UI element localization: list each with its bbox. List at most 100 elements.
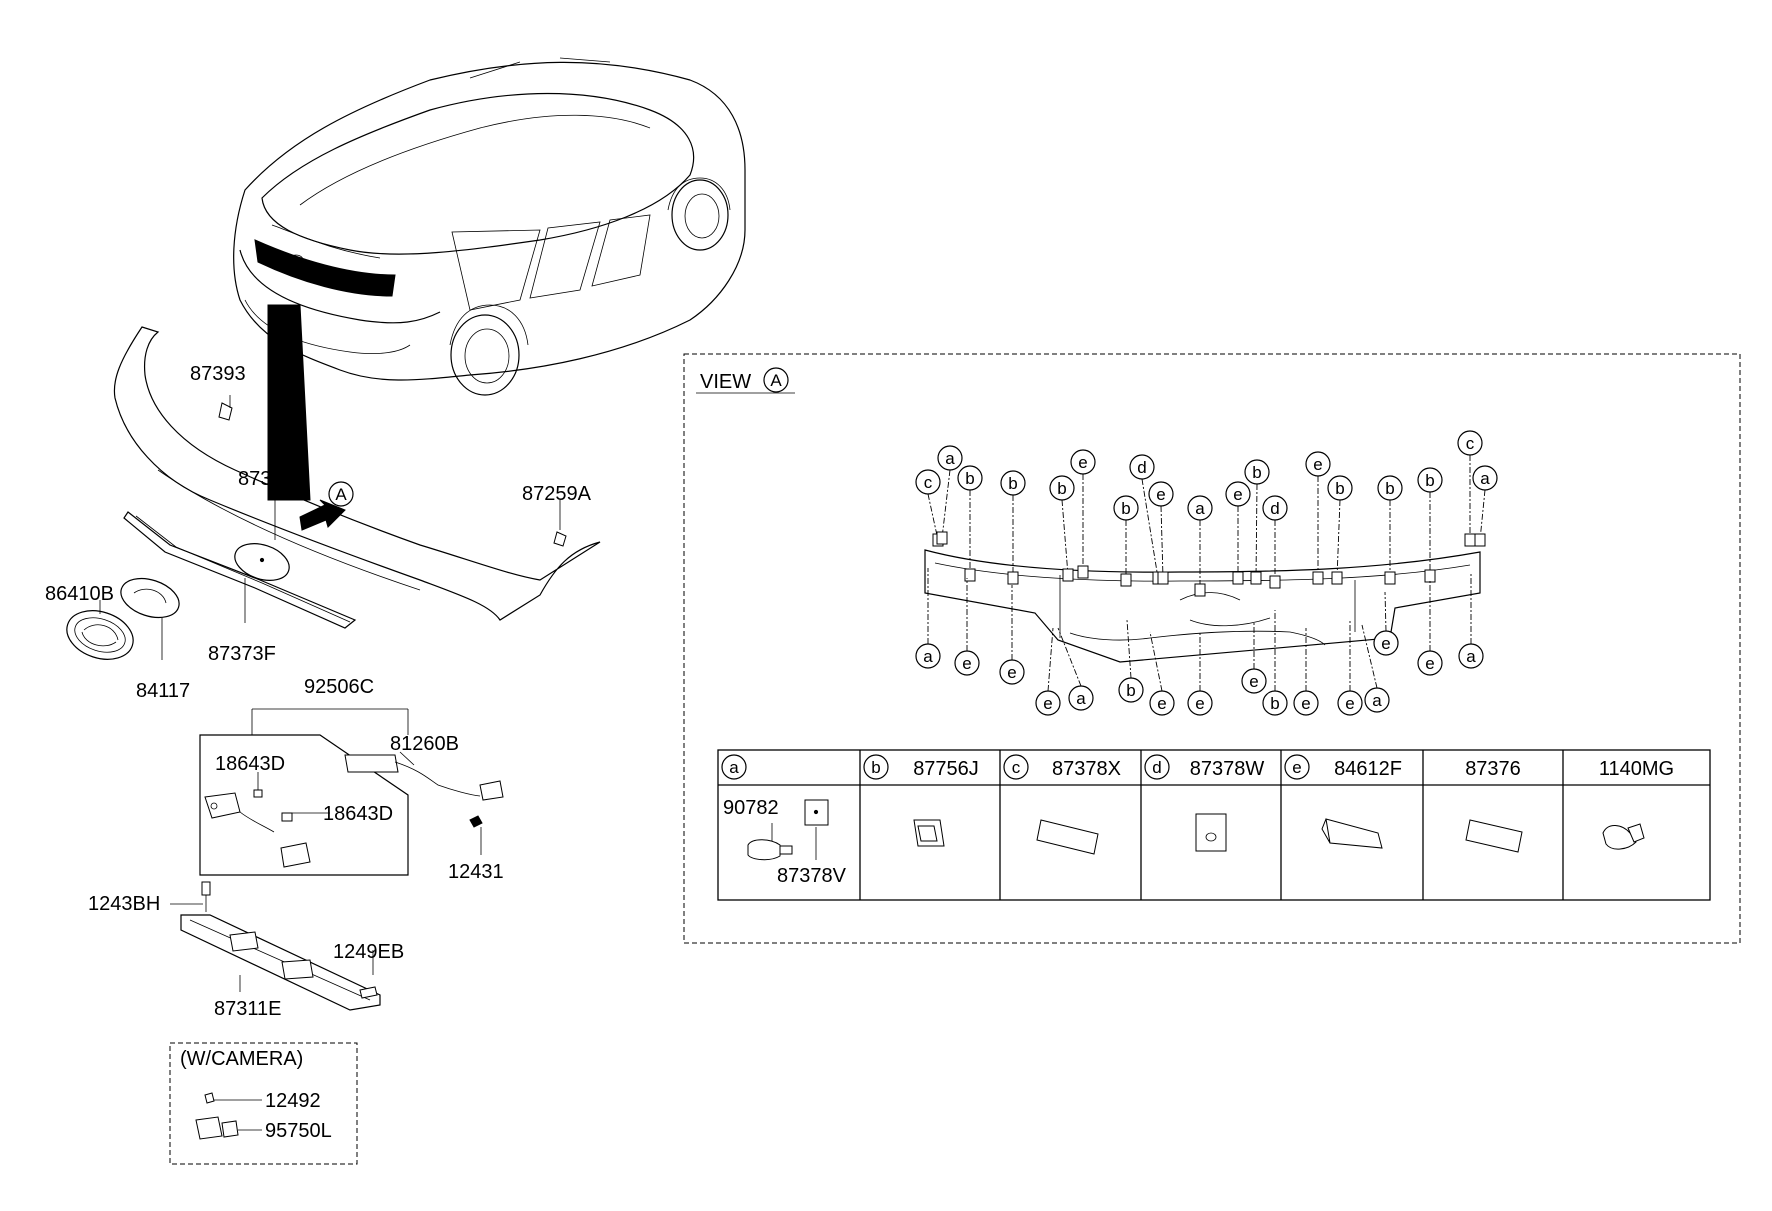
label-92506c: 92506C bbox=[304, 676, 374, 698]
callout-bottom-leader bbox=[1361, 624, 1378, 689]
label-87373f: 87373F bbox=[208, 643, 276, 665]
callout-bottom-5-circle bbox=[1118, 677, 1144, 703]
callout-top-16-circle bbox=[1417, 467, 1443, 493]
callout-top-1-circle bbox=[937, 445, 963, 471]
callout-top-1-letter: a bbox=[945, 449, 955, 468]
callout-top-18-letter: a bbox=[1480, 469, 1490, 488]
callout-bottom-15-circle bbox=[1458, 643, 1484, 669]
callout-top-leader bbox=[941, 469, 951, 539]
callout-bottom-8-letter: e bbox=[1249, 672, 1258, 691]
callout-top-15-circle bbox=[1377, 475, 1403, 501]
callout-bottom-9-letter: b bbox=[1270, 694, 1279, 713]
callout-bottom-0-letter: a bbox=[923, 647, 933, 666]
callout-bottom-0-circle bbox=[915, 643, 941, 669]
view-marker-circle bbox=[763, 367, 789, 393]
callout-top-17-letter: c bbox=[1466, 434, 1475, 453]
callout-bottom-10-letter: e bbox=[1301, 694, 1310, 713]
callout-top-4-letter: b bbox=[1057, 479, 1066, 498]
table-header-1-letter: b bbox=[871, 758, 880, 777]
clip-marker-top bbox=[1474, 533, 1486, 547]
callout-bottom-leader bbox=[1384, 591, 1387, 632]
emblem-86410b bbox=[66, 610, 134, 660]
callout-bottom-12-letter: a bbox=[1372, 691, 1382, 710]
table-header-2-circle bbox=[1003, 754, 1029, 780]
callout-bottom-7-letter: e bbox=[1195, 694, 1204, 713]
label-95750l: 95750L bbox=[265, 1120, 332, 1142]
table-header-code-4: 84612F bbox=[1334, 758, 1402, 780]
callout-top-13-letter: e bbox=[1313, 455, 1322, 474]
clip-marker-top bbox=[1464, 533, 1476, 547]
callout-bottom-13-letter: e bbox=[1381, 634, 1390, 653]
callout-top-8-letter: e bbox=[1156, 485, 1165, 504]
fastener-1140mg-icon bbox=[1602, 825, 1637, 850]
clip-marker-top bbox=[1194, 583, 1206, 597]
callout-top-12-circle bbox=[1262, 495, 1288, 521]
garnish-assembly bbox=[113, 326, 601, 629]
label-12492: 12492 bbox=[265, 1090, 321, 1112]
callout-top-9-circle bbox=[1187, 495, 1213, 521]
callout-top-12-letter: d bbox=[1270, 499, 1279, 518]
callout-bottom-leader bbox=[1057, 627, 1082, 687]
callout-top-0-circle bbox=[915, 469, 941, 495]
cell-a-code-bottom: 87378V bbox=[777, 865, 847, 887]
left-part-labels: 87393 87312H 87259A 86410B 87373F 84117 … bbox=[45, 363, 592, 1142]
callout-bottom-3-circle bbox=[1035, 690, 1061, 716]
callout-top-10-circle bbox=[1225, 481, 1251, 507]
table-header-code-2: 87378X bbox=[1052, 758, 1121, 780]
clip-marker-top bbox=[936, 531, 948, 545]
table-header-3-letter: d bbox=[1152, 758, 1161, 777]
table-header-code-1: 87756J bbox=[913, 758, 979, 780]
label-84117: 84117 bbox=[136, 680, 190, 702]
callout-top-8-circle bbox=[1148, 481, 1174, 507]
callout-bottom-12-circle bbox=[1364, 687, 1390, 713]
callout-top-leader bbox=[1160, 505, 1164, 579]
label-87393: 87393 bbox=[190, 363, 246, 385]
callout-bottom-7-circle bbox=[1187, 690, 1213, 716]
harness-box bbox=[199, 734, 504, 876]
callout-bottom-8-circle bbox=[1241, 668, 1267, 694]
table-header-2-letter: c bbox=[1012, 758, 1021, 777]
clip-marker-top bbox=[1062, 568, 1074, 582]
callout-top-3-circle bbox=[1000, 470, 1026, 496]
pad-87378w-icon bbox=[1195, 813, 1227, 852]
callout-top-2-letter: b bbox=[965, 469, 974, 488]
callout-top-17-circle bbox=[1457, 430, 1483, 456]
callout-top-leader bbox=[927, 493, 939, 541]
clip-90782-icon bbox=[747, 839, 781, 861]
callout-top-16-letter: b bbox=[1425, 471, 1434, 490]
callout-bottom-6-letter: e bbox=[1157, 694, 1166, 713]
table-cell-a: 90782 87378V bbox=[723, 797, 847, 887]
view-title: VIEW bbox=[700, 371, 751, 393]
callout-bottom-2-letter: e bbox=[1007, 663, 1016, 682]
clip-marker-top bbox=[1007, 571, 1019, 585]
callout-top-leader bbox=[1061, 499, 1069, 576]
callout-bottom-15-letter: a bbox=[1466, 647, 1476, 666]
callout-bottom-6-circle bbox=[1149, 690, 1175, 716]
callout-top-4-circle bbox=[1049, 475, 1075, 501]
label-87312h: 87312H bbox=[238, 468, 308, 490]
table-icons bbox=[913, 813, 1645, 855]
label-18643d-lower: 18643D bbox=[323, 803, 393, 825]
callout-bottom-2-circle bbox=[999, 659, 1025, 685]
camera-box bbox=[169, 1042, 358, 1165]
label-87259a: 87259A bbox=[522, 483, 592, 505]
view-ref-a-letter: A bbox=[335, 485, 347, 504]
view-a-panel: VIEW A bbox=[683, 353, 1741, 944]
label-1243bh: 1243BH bbox=[88, 893, 160, 915]
callout-bottom-9-circle bbox=[1262, 690, 1288, 716]
callout-bottom-10-circle bbox=[1293, 690, 1319, 716]
clip-marker-top bbox=[964, 568, 976, 582]
callout-top-0-letter: c bbox=[924, 473, 933, 492]
callout-top-11-letter: b bbox=[1252, 463, 1261, 482]
callout-top-11-circle bbox=[1244, 459, 1270, 485]
emblem-84117 bbox=[120, 577, 180, 619]
callout-top-5-letter: e bbox=[1078, 453, 1087, 472]
callout-bottom-1-letter: e bbox=[962, 654, 971, 673]
callout-top-14-circle bbox=[1327, 475, 1353, 501]
clip-marker-top bbox=[1424, 569, 1436, 583]
callout-top-2-circle bbox=[957, 465, 983, 491]
table-header-4-circle bbox=[1284, 754, 1310, 780]
callout-bottom-11-letter: e bbox=[1345, 694, 1354, 713]
